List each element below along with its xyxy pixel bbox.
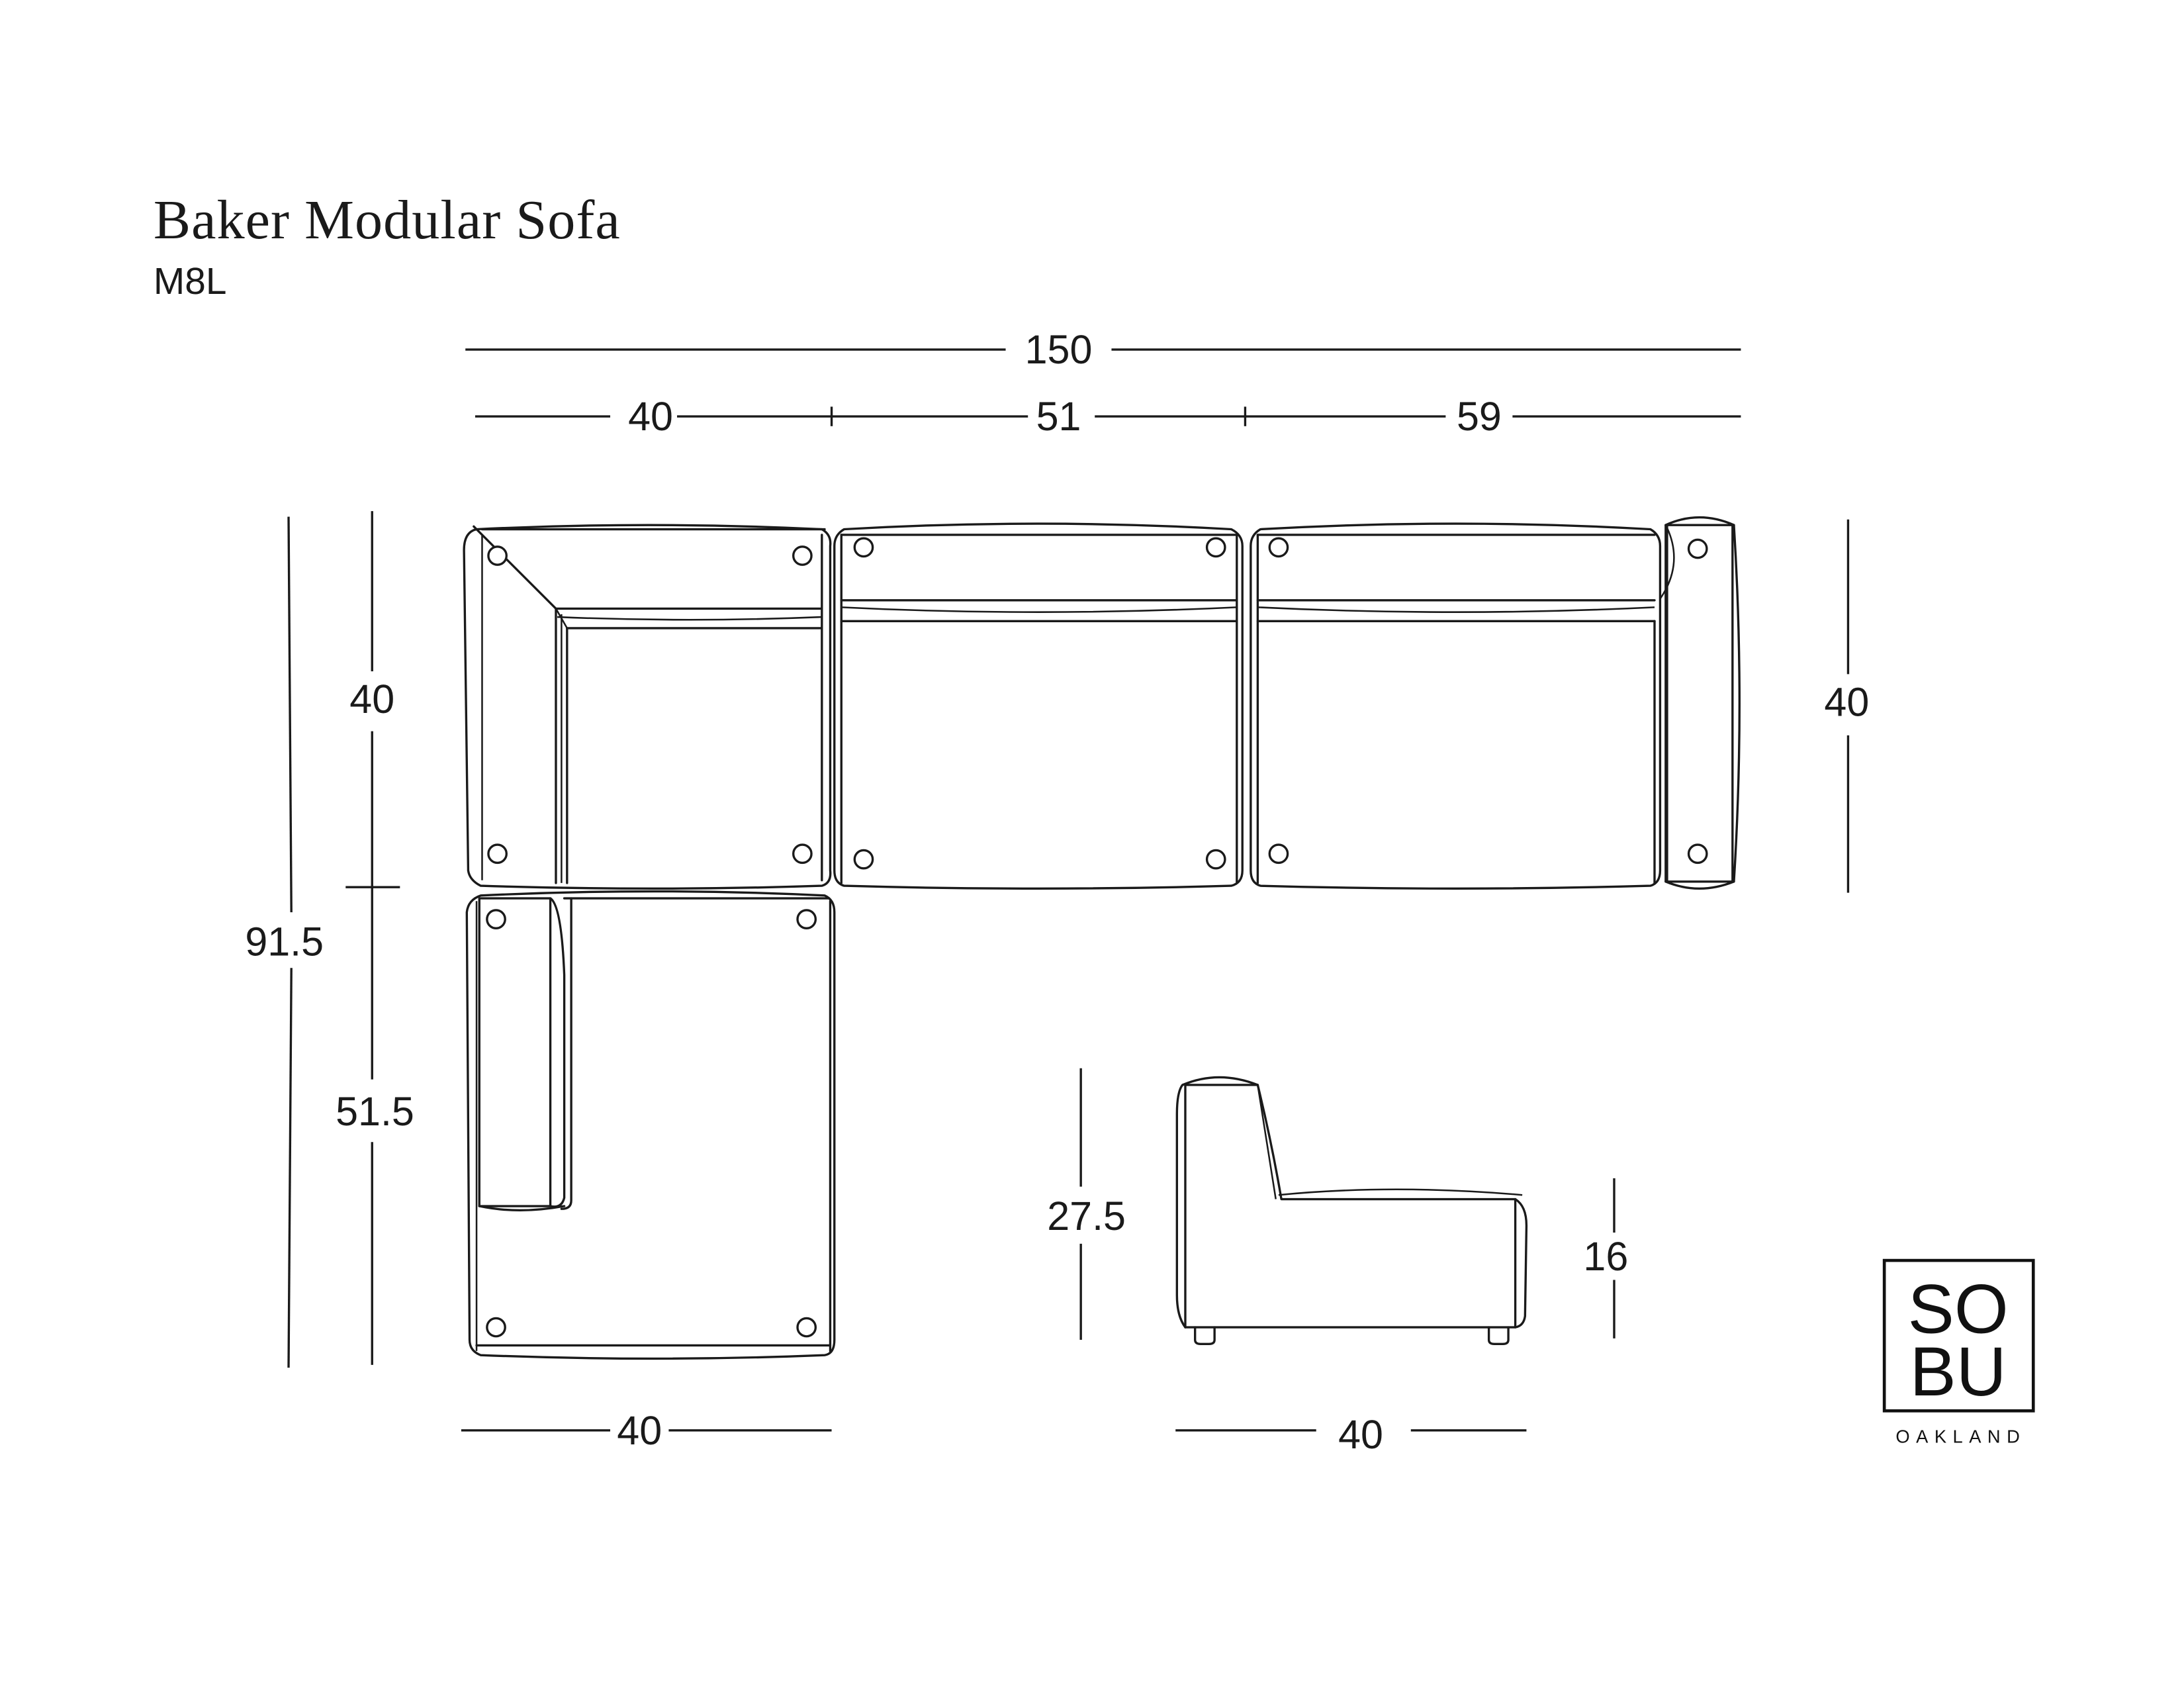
dim-27-5-label: 27.5 — [1047, 1194, 1126, 1239]
leg-marker — [487, 545, 508, 566]
leg-marker — [1268, 537, 1289, 558]
logo-line-2: BU — [1910, 1333, 2007, 1411]
dim-91-5-label: 91.5 — [245, 919, 324, 964]
dim-side-40-label: 40 — [1338, 1412, 1383, 1457]
right-arm-module — [1250, 516, 1741, 890]
dim-40-right-label: 40 — [1824, 679, 1869, 724]
leg-marker — [1268, 843, 1289, 865]
dim-module-2-label: 51 — [1036, 394, 1081, 439]
leg-marker — [1687, 538, 1708, 559]
leg-marker — [796, 909, 817, 929]
page-title: Baker Modular Sofa — [154, 189, 621, 251]
dim-module-3-label: 59 — [1457, 394, 1502, 439]
dimension-module-widths: 40 51 59 — [475, 394, 1741, 439]
dimension-right-depth: 40 — [1824, 519, 1869, 893]
leg-marker — [487, 843, 508, 865]
logo-tagline: OAKLAND — [1895, 1427, 2026, 1447]
leg-marker — [1205, 849, 1226, 870]
middle-module — [833, 522, 1244, 890]
dim-module-1-label: 40 — [628, 394, 673, 439]
dimension-overall-width: 150 — [465, 327, 1741, 372]
dim-51-5-label: 51.5 — [336, 1089, 414, 1134]
corner-module — [463, 524, 832, 890]
leg-marker — [853, 849, 874, 870]
dimension-chaise-width: 40 — [461, 1408, 832, 1453]
leg-marker — [796, 1317, 817, 1338]
model-code: M8L — [154, 261, 227, 303]
leg-marker — [486, 1317, 506, 1338]
sobu-logo: SO BU OAKLAND — [1882, 1258, 2035, 1447]
chaise-module — [465, 890, 836, 1360]
leg-marker — [853, 537, 874, 558]
dim-16-label: 16 — [1583, 1234, 1628, 1279]
sofa-top-view — [463, 516, 1741, 1360]
leg-marker — [1687, 843, 1708, 865]
leg-marker — [792, 545, 813, 566]
dimension-left-depths: 91.5 40 51.5 — [245, 511, 414, 1368]
dim-40-upper-label: 40 — [349, 677, 394, 722]
dim-chaise-40-label: 40 — [617, 1408, 662, 1453]
leg-marker — [1205, 537, 1226, 558]
sofa-side-view: 27.5 16 40 — [1047, 1068, 1628, 1457]
dim-150-label: 150 — [1025, 327, 1093, 372]
logo-frame — [1882, 1258, 2035, 1413]
logo-line-1: SO — [1908, 1270, 2009, 1348]
leg-marker — [792, 843, 813, 865]
leg-marker — [486, 909, 506, 929]
